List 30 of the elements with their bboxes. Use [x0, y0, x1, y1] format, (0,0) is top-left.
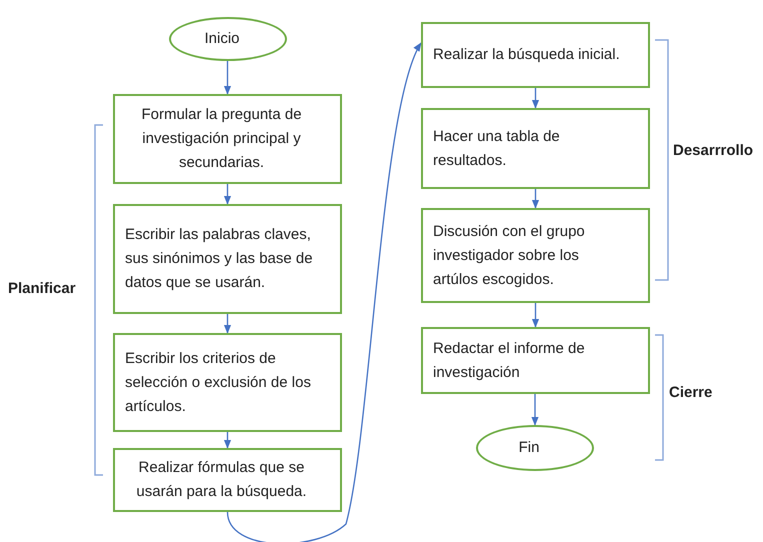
process-box — [421, 208, 650, 303]
process-box — [421, 327, 650, 394]
step-text: Realizar fórmulas que se usarán para la búsqueda. — [135, 458, 308, 502]
arrow — [224, 314, 232, 334]
process-box — [421, 22, 650, 88]
arrow — [224, 61, 232, 95]
process-box — [113, 94, 342, 184]
process-box — [113, 204, 342, 314]
step-text: Escribir los criterios de selección o exclusión de los artículos. — [125, 348, 312, 416]
step-text: Realizar la búsqueda inicial. — [433, 45, 620, 65]
arrow — [532, 303, 540, 328]
step-text: Fin — [518, 438, 540, 458]
process-box — [421, 108, 650, 189]
arrow — [531, 394, 539, 426]
step-text: Escribir las palabras claves, sus sinónimos y las base de datos que se usarán. — [125, 225, 314, 293]
arrow — [224, 184, 232, 205]
arrow — [226, 42, 422, 542]
arrow — [532, 189, 540, 209]
process-box — [113, 448, 342, 512]
phase-label: Desarrrollo — [673, 142, 754, 159]
step-text: Inicio — [204, 29, 240, 49]
arrow — [224, 432, 232, 449]
arrow — [532, 88, 540, 109]
step-text: Discusión con el grupo investigador sobre los artúlos escogidos. — [433, 222, 586, 290]
process-box — [113, 333, 342, 432]
step-text: Formular la pregunta de investigación principal y secundarias. — [140, 105, 303, 173]
step-text: Hacer una tabla de resultados. — [433, 126, 561, 170]
step-text: Redactar el informe de investigación — [433, 338, 586, 382]
phase-label: Cierre — [669, 384, 712, 401]
phase-label: Planificar — [8, 280, 76, 297]
